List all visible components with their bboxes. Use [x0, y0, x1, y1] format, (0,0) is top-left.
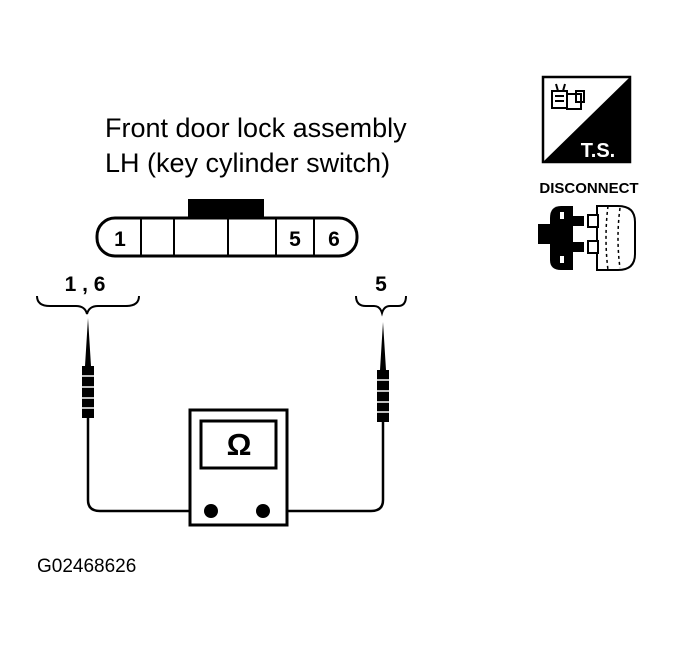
left-brace	[36, 295, 140, 315]
left-probe	[82, 318, 94, 418]
disconnected-connector-icon	[538, 205, 636, 271]
right-probe	[377, 322, 389, 422]
connector-pin-6: 6	[328, 228, 340, 251]
left-wire	[86, 418, 211, 513]
probe-icon	[380, 322, 386, 370]
ts-label: T.S.	[581, 140, 615, 162]
connector-pin-1: 1	[114, 228, 126, 251]
ts-badge: T.S.	[541, 75, 632, 164]
disconnect-label: DISCONNECT	[539, 180, 638, 197]
ohmmeter-display	[199, 419, 278, 470]
tester-icon	[551, 83, 585, 110]
diagram-title-line2: LH (key cylinder switch)	[105, 148, 390, 178]
probe-right-label: 5	[375, 273, 387, 296]
connector-pin-5: 5	[289, 228, 301, 251]
diagram-title-line1: Front door lock assembly	[105, 113, 407, 143]
ohmmeter-terminal-right	[256, 504, 270, 518]
connector-lock-tab	[188, 199, 264, 218]
ohmmeter-terminal-left	[204, 504, 218, 518]
ohmmeter-symbol: Ω	[227, 427, 252, 462]
right-brace	[355, 295, 407, 317]
right-wire	[263, 422, 385, 513]
probe-icon	[85, 318, 91, 366]
probe-left-label: 1 , 6	[65, 273, 106, 296]
figure-id: G02468626	[37, 556, 136, 577]
ohmmeter-icon: Ω	[188, 408, 289, 527]
connector: 1 5 6	[95, 199, 359, 258]
